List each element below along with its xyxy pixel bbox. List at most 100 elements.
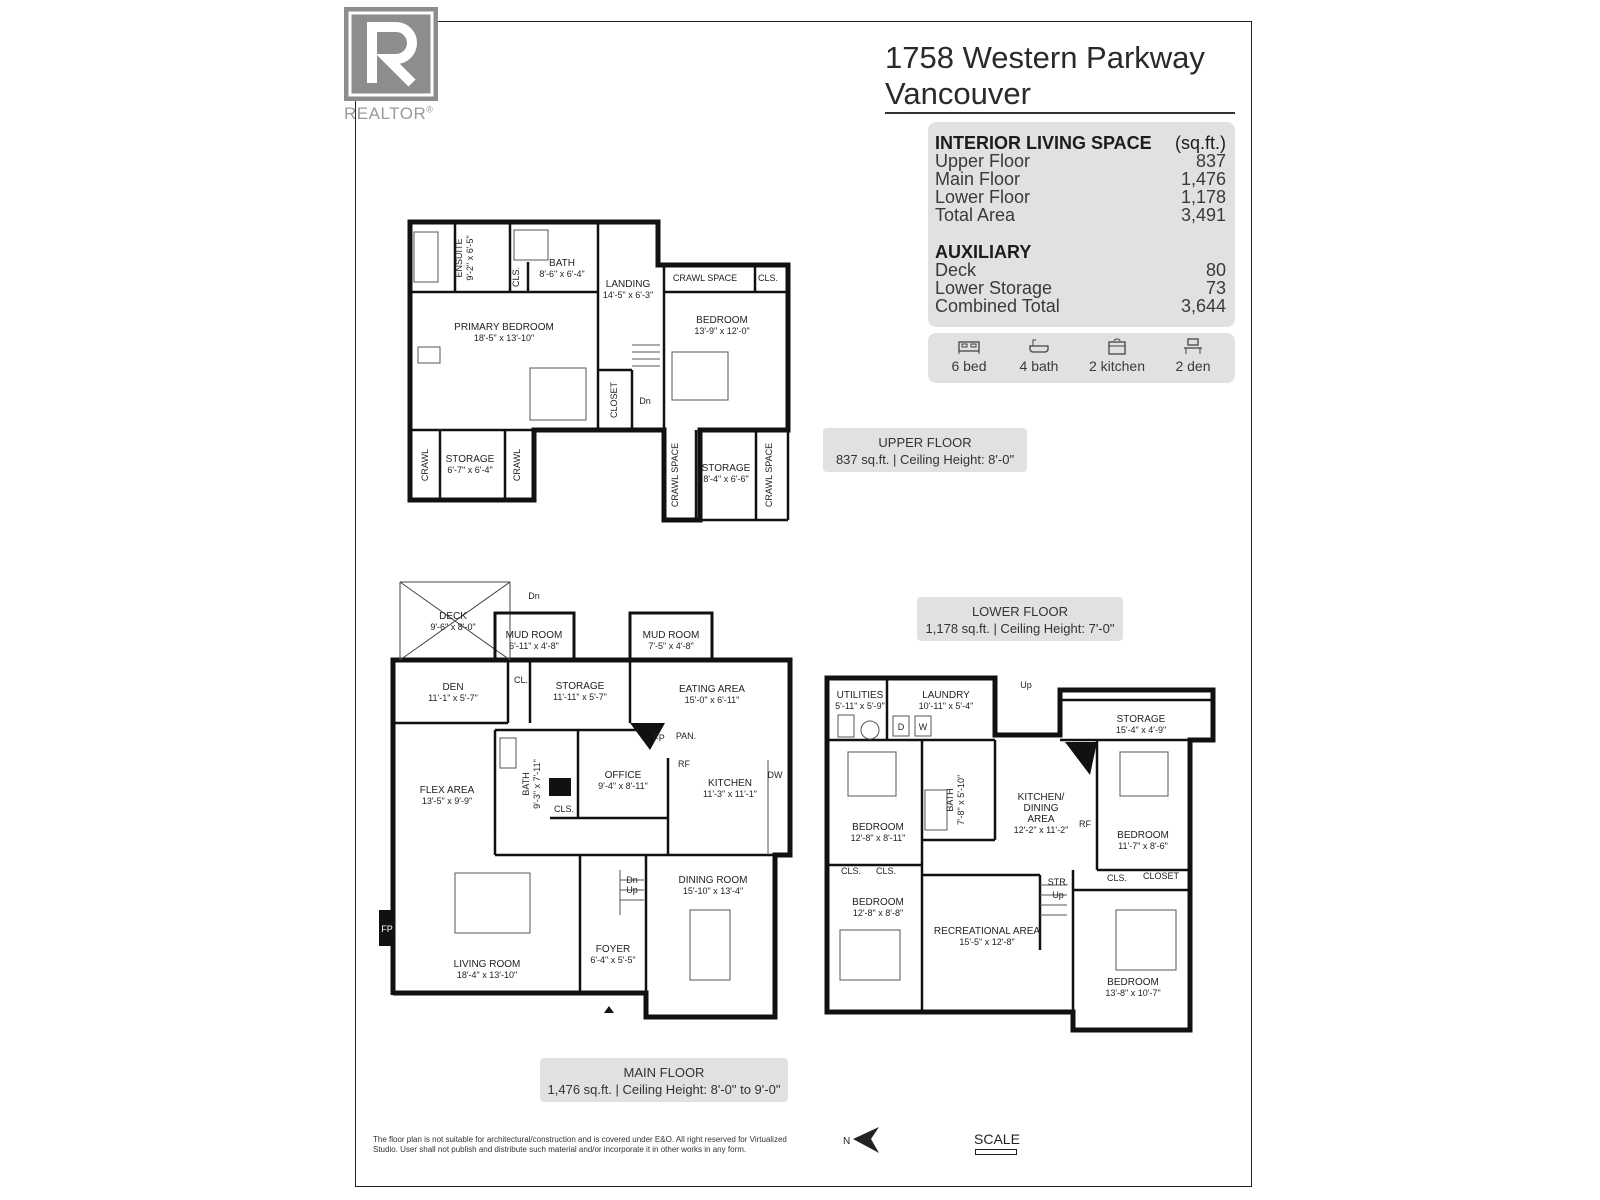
- svg-text:12'-2" x 11'-2": 12'-2" x 11'-2": [1014, 825, 1069, 835]
- svg-text:15'-5" x 12'-8": 15'-5" x 12'-8": [959, 937, 1014, 947]
- address-divider: [885, 112, 1235, 114]
- svg-text:9'-4" x 8'-11": 9'-4" x 8'-11": [598, 781, 648, 791]
- svg-text:CLS.: CLS.: [841, 866, 861, 876]
- upper-floor-rooms: ENSUITE 9'-2" x 6'-5" CLS. BATH 8'-6" x …: [420, 235, 778, 507]
- realtor-r-logo-icon: [344, 7, 438, 101]
- room-mud-room-1: MUD ROOM: [506, 630, 563, 641]
- room-lower-bath: BATH: [945, 788, 955, 811]
- room-lower-bedroom-c: BEDROOM: [852, 897, 904, 908]
- svg-text:10'-11" x 5'-4": 10'-11" x 5'-4": [919, 701, 974, 711]
- svg-text:AREA: AREA: [1027, 814, 1055, 825]
- svg-text:11'-3" x 11'-1": 11'-3" x 11'-1": [703, 789, 757, 799]
- svg-text:CRAWL: CRAWL: [512, 449, 522, 481]
- bathtub-icon: [1029, 339, 1049, 353]
- svg-text:9'-2" x 6'-5": 9'-2" x 6'-5": [465, 235, 475, 280]
- svg-text:13'-9" x 12'-0": 13'-9" x 12'-0": [694, 326, 749, 336]
- svg-text:W: W: [919, 722, 928, 732]
- realtor-logo: REALTOR®: [344, 7, 454, 125]
- svg-text:11'-11" x 5'-7": 11'-11" x 5'-7": [553, 692, 607, 702]
- svg-text:DINING: DINING: [1024, 803, 1059, 814]
- svg-text:CRAWL SPACE: CRAWL SPACE: [670, 443, 680, 507]
- room-utilities: UTILITIES: [837, 690, 884, 701]
- room-upper-bedroom: BEDROOM: [696, 315, 748, 326]
- svg-text:CL.: CL.: [514, 675, 528, 685]
- svg-text:Up: Up: [1020, 680, 1032, 690]
- room-mud-room-2: MUD ROOM: [643, 630, 700, 641]
- interior-header: INTERIOR LIVING SPACE (sq.ft.): [935, 133, 1226, 153]
- room-kitchen-dining-area: KITCHEN/: [1018, 792, 1065, 803]
- svg-text:15'-4" x 4'-9": 15'-4" x 4'-9": [1116, 725, 1166, 735]
- property-address: 1758 Western Parkway Vancouver: [885, 40, 1205, 112]
- room-foyer: FOYER: [596, 944, 630, 955]
- room-deck: DECK: [439, 611, 467, 622]
- room-recreational-area: RECREATIONAL AREA: [934, 926, 1040, 937]
- kitchen-icon: [1108, 338, 1126, 355]
- address-line-1: 1758 Western Parkway: [885, 40, 1205, 75]
- svg-text:12'-8" x 8'-8": 12'-8" x 8'-8": [853, 908, 903, 918]
- svg-text:CRAWL: CRAWL: [420, 449, 430, 481]
- room-ensuite: ENSUITE: [454, 238, 464, 277]
- svg-text:CLS.: CLS.: [876, 866, 896, 876]
- amenity-bed: 6 bed: [934, 337, 1004, 374]
- svg-text:CLS.: CLS.: [511, 267, 521, 287]
- room-lower-bedroom-a: BEDROOM: [852, 822, 904, 833]
- room-lower-closet: CLOSET: [1143, 871, 1180, 881]
- room-dining-room: DINING ROOM: [679, 875, 748, 886]
- svg-text:D: D: [898, 722, 905, 732]
- svg-text:11'-7" x 8'-6": 11'-7" x 8'-6": [1118, 841, 1168, 851]
- svg-text:9'-6" x 8'-0": 9'-6" x 8'-0": [430, 622, 475, 632]
- svg-text:11'-1" x 5'-7": 11'-1" x 5'-7": [428, 693, 478, 703]
- room-main-storage: STORAGE: [556, 681, 605, 692]
- room-upper-storage-right: STORAGE: [702, 463, 751, 474]
- svg-text:RF: RF: [678, 759, 690, 769]
- svg-text:9'-3" x 7'-11": 9'-3" x 7'-11": [532, 759, 542, 809]
- room-upper-storage-left: STORAGE: [446, 454, 495, 465]
- svg-text:RF: RF: [1079, 819, 1091, 829]
- main-floor-plan: [379, 581, 793, 1020]
- room-upper-bath: BATH: [549, 258, 575, 269]
- svg-text:14'-5" x 6'-3": 14'-5" x 6'-3": [603, 290, 653, 300]
- room-den: DEN: [442, 682, 463, 693]
- north-arrow-icon: N: [843, 1127, 879, 1153]
- svg-text:Dn: Dn: [626, 875, 638, 885]
- svg-text:8'-6" x 6'-4": 8'-6" x 6'-4": [539, 269, 584, 279]
- svg-text:7'-8" x 5'-10": 7'-8" x 5'-10": [956, 775, 966, 825]
- amenity-den: 2 den: [1158, 337, 1228, 374]
- svg-text:N: N: [843, 1136, 850, 1147]
- svg-text:13'-5" x 9'-9": 13'-5" x 9'-9": [422, 796, 472, 806]
- bed-icon: [958, 341, 980, 354]
- disclaimer-text: The floor plan is not suitable for archi…: [373, 1135, 787, 1154]
- svg-text:FP: FP: [381, 924, 393, 934]
- svg-text:PAN.: PAN.: [676, 731, 696, 741]
- room-primary-bedroom: PRIMARY BEDROOM: [454, 322, 554, 333]
- svg-text:18'-4" x 13'-10": 18'-4" x 13'-10": [457, 970, 517, 980]
- svg-text:8'-4" x 6'-6": 8'-4" x 6'-6": [703, 474, 748, 484]
- svg-text:6'-4" x 5'-5": 6'-4" x 5'-5": [590, 955, 635, 965]
- svg-text:FP: FP: [653, 733, 665, 743]
- amenity-kitchen: 2 kitchen: [1082, 337, 1152, 374]
- svg-text:6'-7" x 6'-4": 6'-7" x 6'-4": [447, 465, 492, 475]
- desk-icon: [1184, 338, 1202, 354]
- svg-text:5'-11" x 5'-9": 5'-11" x 5'-9": [835, 701, 885, 711]
- scale-bar: [975, 1149, 1017, 1155]
- room-laundry: LAUNDRY: [922, 690, 970, 701]
- svg-text:Up: Up: [1052, 890, 1064, 900]
- svg-text:CLS.: CLS.: [758, 273, 778, 283]
- amenity-bath: 4 bath: [1004, 337, 1074, 374]
- compass: N: [843, 1125, 883, 1155]
- room-lower-bedroom-d: BEDROOM: [1107, 977, 1159, 988]
- room-lower-bedroom-b: BEDROOM: [1117, 830, 1169, 841]
- svg-text:STR.: STR.: [1048, 877, 1069, 887]
- main-floor-rooms: Dn DECK 9'-6" x 8'-0" MUD ROOM 6'-11" x …: [381, 591, 783, 980]
- room-office: OFFICE: [605, 770, 642, 781]
- svg-text:15'-10" x 13'-4": 15'-10" x 13'-4": [683, 886, 743, 896]
- svg-text:13'-8" x 10'-7": 13'-8" x 10'-7": [1105, 988, 1160, 998]
- svg-text:12'-8" x 8'-11": 12'-8" x 8'-11": [851, 833, 906, 843]
- address-line-2: Vancouver: [885, 76, 1031, 111]
